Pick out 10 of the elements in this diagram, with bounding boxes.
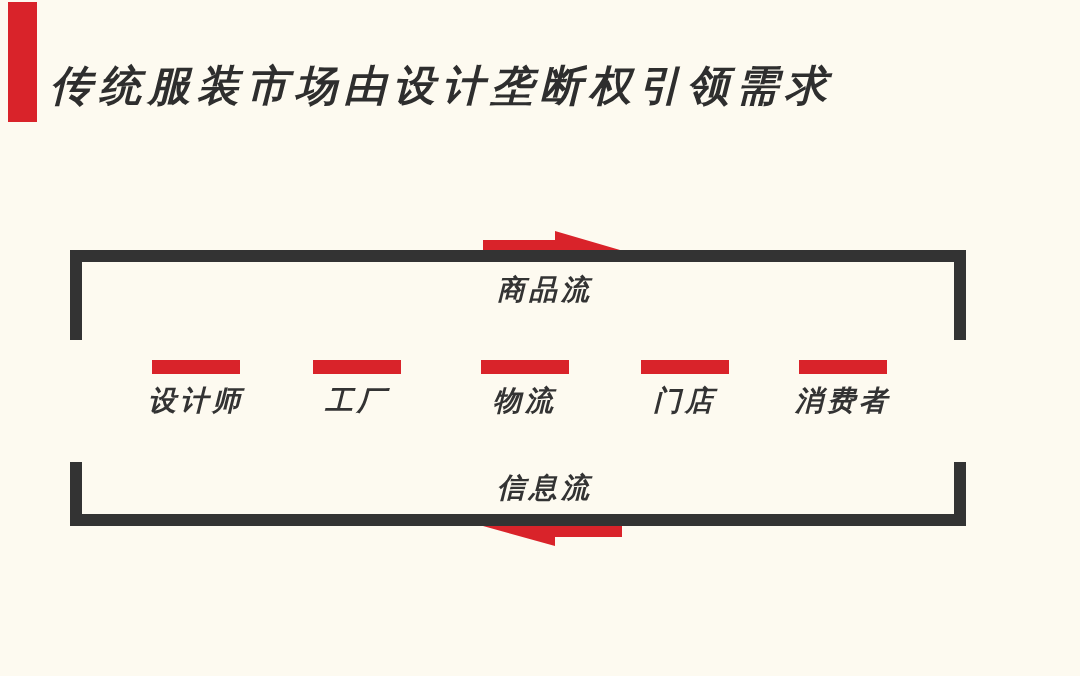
flow-bracket (70, 250, 966, 340)
stage-node: 物流 (481, 360, 569, 418)
stage-node: 消费者 (795, 360, 891, 418)
title: 传统服装市场由设计垄断权引领需求 (50, 60, 834, 112)
stage-node: 门店 (641, 360, 729, 418)
flow-label: 信息流 (497, 471, 593, 505)
stage-node: 设计师 (148, 360, 244, 418)
stage-node: 工厂 (313, 360, 401, 418)
flow-label: 商品流 (497, 273, 593, 307)
flow-bracket (70, 462, 966, 526)
